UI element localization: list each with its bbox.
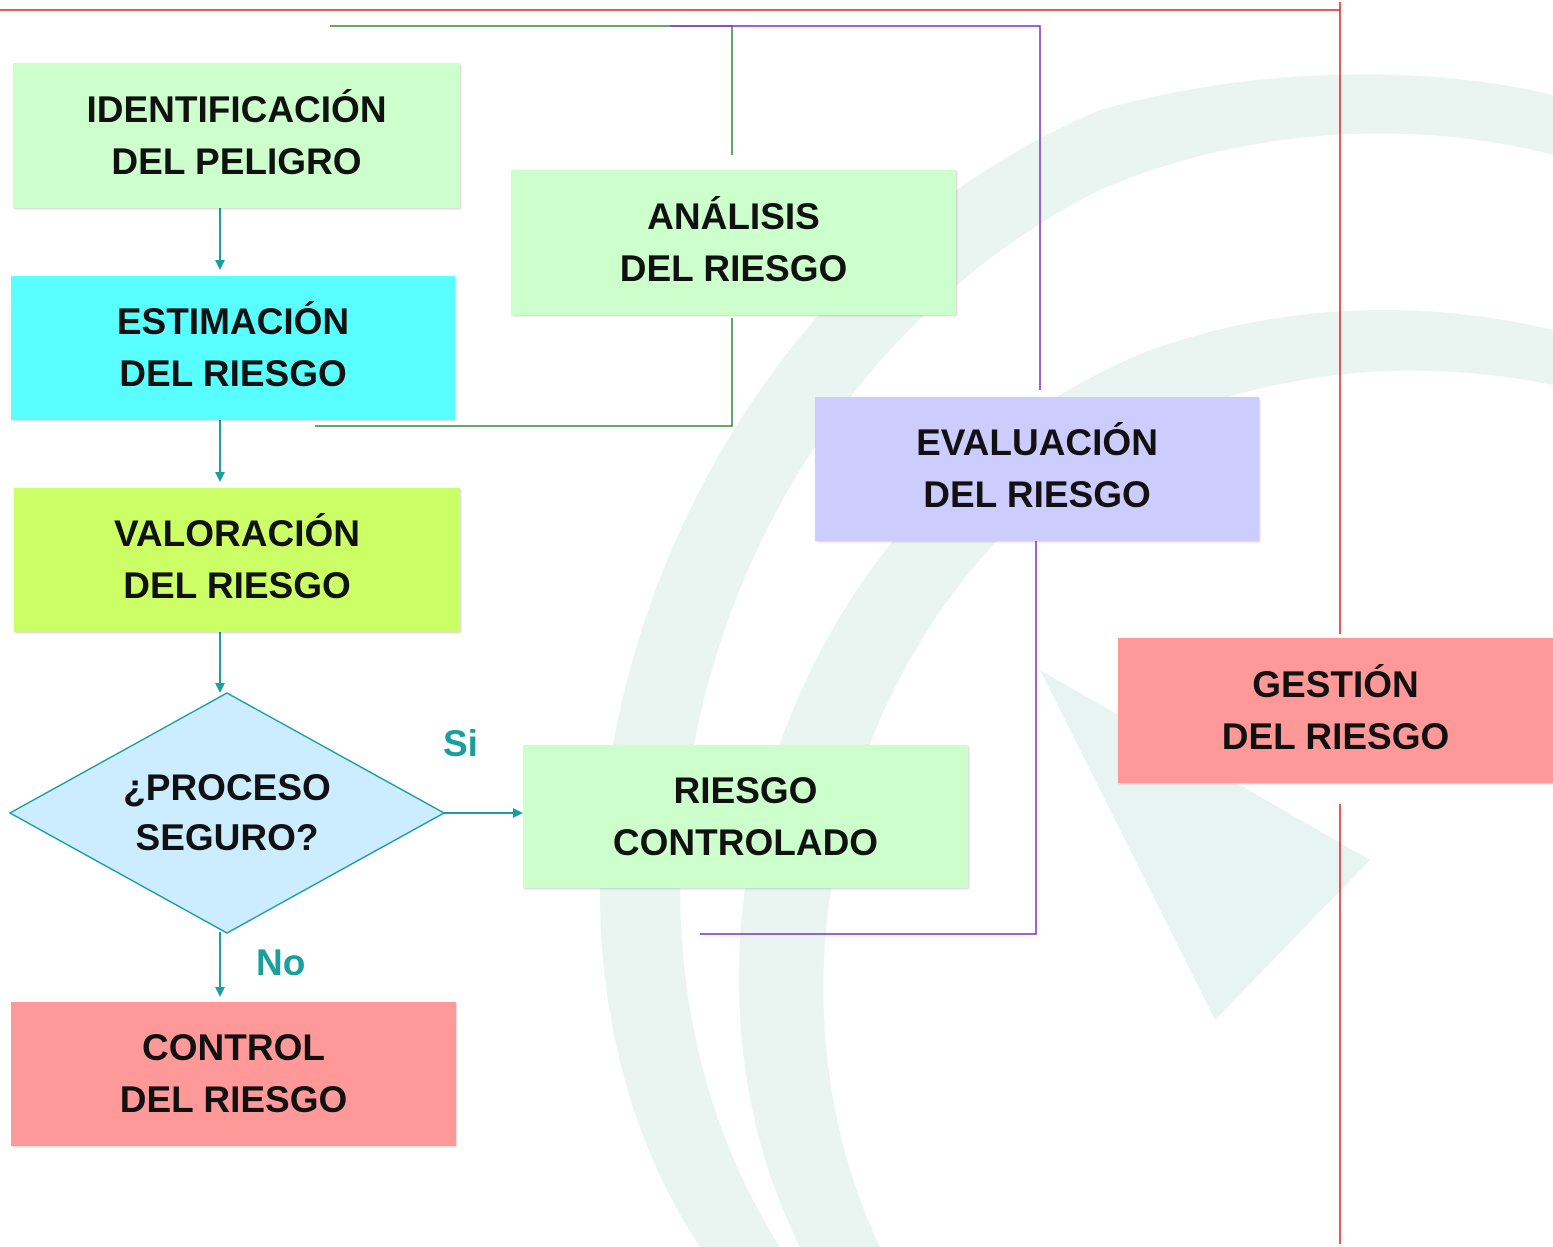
analisis-del-riesgo-box: ANÁLISIS DEL RIESGO — [511, 170, 956, 315]
riesgo-controlado-box: RIESGO CONTROLADO — [523, 745, 968, 888]
decision-diamond-label: ¿PROCESO SEGURO? — [10, 693, 444, 933]
evaluacion-line-1: EVALUACIÓN — [916, 422, 1158, 463]
decision-diamond-shape — [8, 692, 446, 934]
estimacion-line-1: ESTIMACIÓN — [116, 301, 350, 342]
decision-line-1: ¿PROCESO — [123, 767, 331, 808]
evaluacion-del-riesgo-box: EVALUACIÓN DEL RIESGO — [815, 397, 1259, 541]
analisis-line-1: ANÁLISIS — [647, 195, 820, 237]
background-outer-arc — [599, 74, 1553, 1247]
identificacion-line-2: DEL PELIGRO — [111, 140, 362, 182]
gestion-line-2: DEL RIESGO — [1221, 715, 1450, 757]
estimacion-line-2: DEL RIESGO — [119, 353, 347, 394]
evaluacion-line-2: DEL RIESGO — [923, 474, 1151, 515]
valoracion-line-1: VALORACIÓN — [114, 513, 360, 554]
controlado-line-2: CONTROLADO — [612, 821, 879, 863]
evaluation-bracket-top — [670, 25, 1041, 390]
valoracion-del-riesgo-box: VALORACIÓN DEL RIESGO — [14, 488, 460, 632]
analysis-bracket-bottom — [315, 318, 733, 427]
gestion-line-1: GESTIÓN — [1252, 663, 1419, 705]
branch-label-si: Si — [443, 723, 478, 764]
identificacion-line-1: IDENTIFICACIÓN — [86, 88, 387, 130]
control-line-2: DEL RIESGO — [119, 1079, 348, 1120]
decision-line-2: SEGURO? — [135, 817, 319, 858]
analisis-line-2: DEL RIESGO — [619, 247, 848, 289]
identificacion-del-peligro-box: IDENTIFICACIÓN DEL PELIGRO — [13, 63, 460, 208]
branch-label-no: No — [256, 942, 306, 983]
gestion-del-riesgo-box: GESTIÓN DEL RIESGO — [1118, 638, 1553, 783]
control-del-riesgo-box: CONTROL DEL RIESGO — [11, 1002, 456, 1146]
control-line-1: CONTROL — [142, 1027, 325, 1068]
valoracion-line-2: DEL RIESGO — [123, 565, 351, 606]
estimacion-del-riesgo-box: ESTIMACIÓN DEL RIESGO — [11, 276, 455, 420]
evaluation-bracket-bottom — [700, 534, 1037, 935]
controlado-line-1: RIESGO — [673, 769, 818, 811]
background-inner-arc — [738, 310, 1553, 1247]
